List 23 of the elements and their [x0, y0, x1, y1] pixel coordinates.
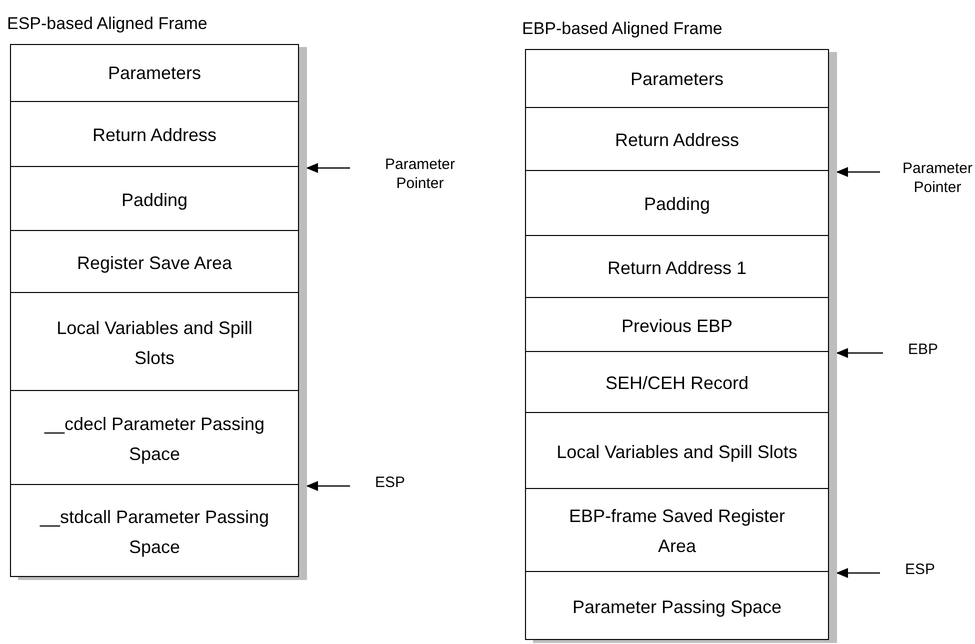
- pointer-label: Parameter Pointer: [886, 159, 975, 197]
- slot-label: Return Address: [614, 129, 740, 152]
- slot-label: Local Variables and Spill Slots: [56, 316, 254, 370]
- pointer-label: ESP: [356, 473, 416, 492]
- frame-title: EBP-based Aligned Frame: [522, 18, 722, 40]
- frame-title: ESP-based Aligned Frame: [7, 13, 208, 35]
- slot-label: Register Save Area: [76, 252, 232, 275]
- slot-label: Return Address: [92, 124, 217, 147]
- slot-label: Local Variables and Spill Slots: [556, 440, 798, 464]
- slot-label: Return Address 1: [607, 256, 747, 280]
- slot-label: Parameter Passing Space: [572, 596, 782, 619]
- slot-label: Parameters: [108, 62, 202, 85]
- slot-label: Padding: [121, 188, 188, 212]
- slot-label: Parameters: [630, 68, 724, 90]
- slot-label: Previous EBP: [621, 314, 733, 338]
- slot-label: __stdcall Parameter Passing Space: [38, 506, 270, 559]
- slot-label: __cdecl Parameter Passing Space: [43, 412, 266, 466]
- slot-label: Padding: [644, 193, 710, 216]
- pointer-label: Parameter Pointer: [356, 155, 476, 193]
- pointer-label: EBP: [889, 340, 949, 359]
- slot-label: EBP-frame Saved Register Area: [568, 505, 786, 558]
- slot-label: SEH/CEH Record: [605, 372, 749, 395]
- pointer-label: ESP: [886, 560, 946, 579]
